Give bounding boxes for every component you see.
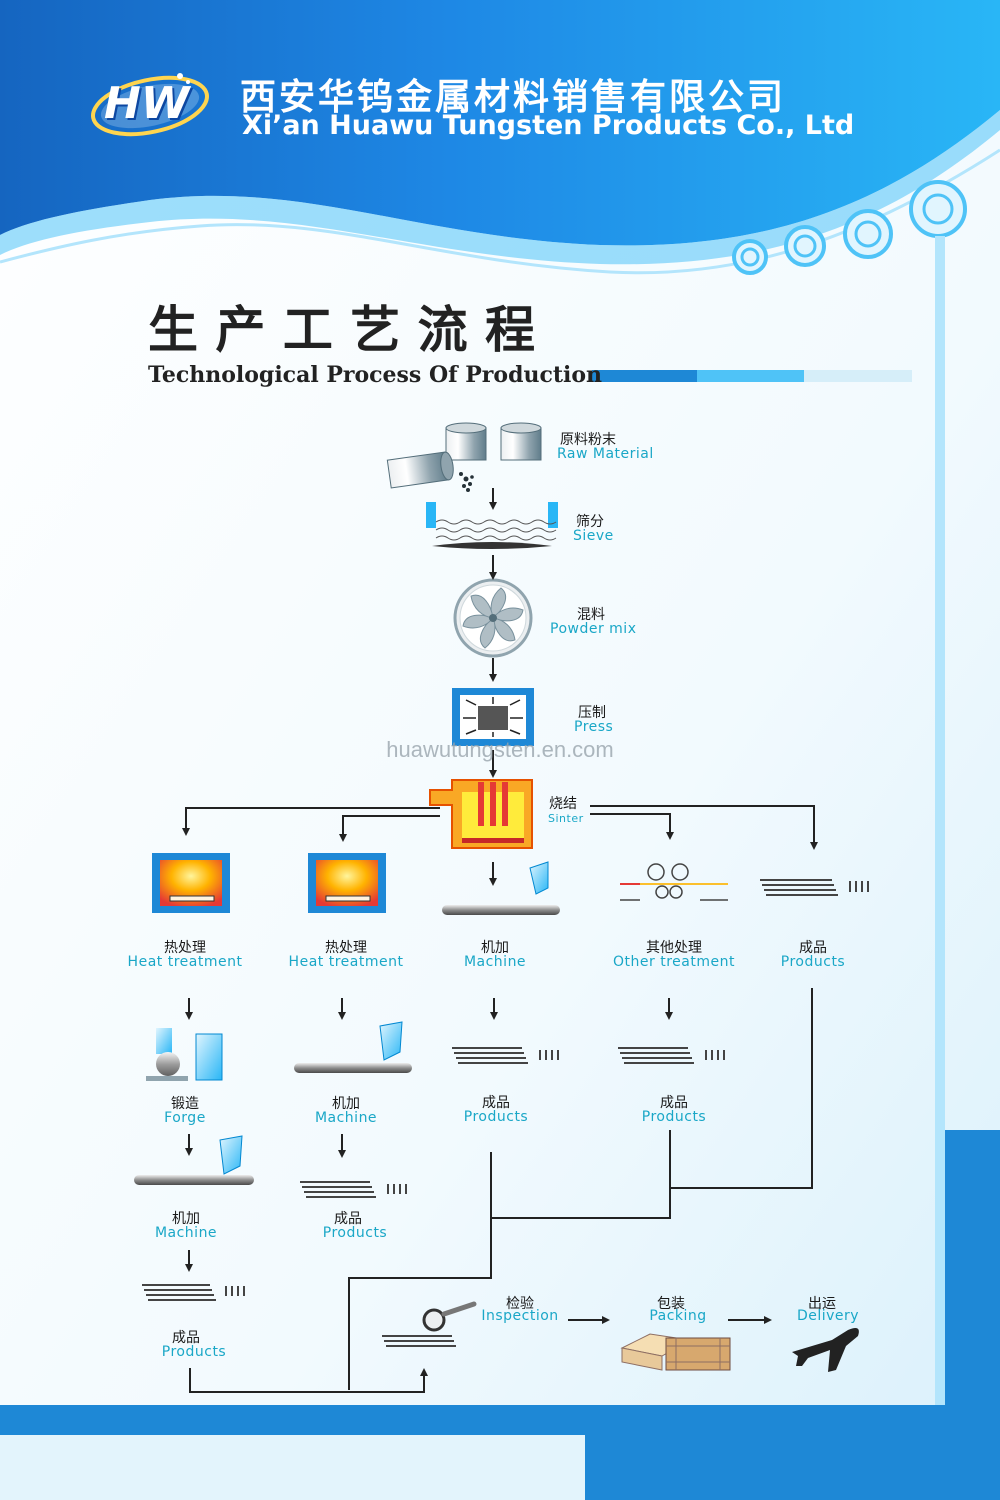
- flow-connectors: [182, 488, 818, 1393]
- b5-products-label-en: Products: [780, 954, 846, 970]
- b3-machine-label-en: Machine: [463, 954, 527, 970]
- powder-mix-label-zh: 混料: [577, 607, 605, 623]
- packing-label-en: Packing: [649, 1308, 707, 1324]
- sinter-label-en: Sinter: [548, 812, 584, 825]
- b2-machine-label-zh: 机加: [332, 1096, 360, 1112]
- press-label-en: Press: [574, 719, 614, 735]
- b1-forge-label-en: Forge: [164, 1110, 206, 1126]
- b1-heat-treatment-label-zh: 热处理: [164, 940, 206, 956]
- heat-treatment-icon-1: [152, 853, 230, 913]
- b2-heat-treatment-label-zh: 热处理: [325, 940, 367, 956]
- products-icon-b2: [300, 1181, 407, 1198]
- sieve-label-en: Sieve: [573, 528, 614, 544]
- b3-machine-label-zh: 机加: [481, 940, 509, 956]
- b1-machine-label-en: Machine: [154, 1225, 218, 1241]
- forge-icon: [146, 1028, 223, 1081]
- sieve-label-zh: 筛分: [576, 514, 604, 530]
- decorative-circles: [732, 180, 967, 275]
- raw-material-label-zh: 原料粉末: [560, 432, 616, 448]
- watermark: huawutungsten.en.com: [386, 737, 614, 762]
- inspection-label-en: Inspection: [481, 1308, 559, 1324]
- raw-material-icon: [386, 422, 542, 492]
- products-icon-b4: [618, 1047, 725, 1064]
- logo-icon: [91, 73, 209, 137]
- company-name-zh: 西安华钨金属材料销售有限公司: [240, 77, 787, 118]
- b1-heat-treatment-label-en: Heat treatment: [127, 954, 243, 970]
- page-title-zh: 生 产 工 艺 流 程: [148, 300, 536, 359]
- b2-heat-treatment-label-en: Heat treatment: [288, 954, 404, 970]
- b2-products-label-en: Products: [322, 1225, 388, 1241]
- powder-mix-label-en: Powder mix: [550, 621, 637, 637]
- press-label-zh: 压制: [578, 705, 606, 721]
- b4-products-label-zh: 成品: [660, 1095, 688, 1111]
- packing-icon: [620, 1333, 731, 1371]
- press-icon: [452, 688, 534, 746]
- sinter-label-zh: 烧结: [549, 796, 577, 812]
- b1-products-label-zh: 成品: [172, 1330, 200, 1346]
- b3-products-label-en: Products: [463, 1109, 529, 1125]
- delivery-label-en: Delivery: [796, 1308, 860, 1324]
- machine-icon-b3: [442, 861, 560, 915]
- products-icon-b3: [452, 1047, 559, 1064]
- delivery-label-zh: 出运: [808, 1296, 836, 1312]
- sinter-icon: [429, 779, 533, 849]
- logo-text: HW: [104, 78, 190, 129]
- b1-products-label-en: Products: [161, 1344, 227, 1360]
- b3-products-label-zh: 成品: [482, 1095, 510, 1111]
- page-title-en: Technological Process Of Production: [148, 362, 603, 388]
- products-icon-b5: [760, 879, 869, 896]
- inspection-icon: [382, 1301, 477, 1347]
- b4-products-label-en: Products: [641, 1109, 707, 1125]
- packing-label-zh: 包装: [657, 1296, 685, 1312]
- inspection-label-zh: 检验: [506, 1296, 534, 1312]
- sieve-icon: [426, 502, 558, 549]
- b1-forge-label-zh: 锻造: [171, 1096, 199, 1112]
- b2-machine-label-en: Machine: [314, 1110, 378, 1126]
- company-name-en: Xi’an Huawu Tungsten Products Co., Ltd: [242, 110, 855, 141]
- b5-products-label-zh: 成品: [799, 940, 827, 956]
- raw-material-label-en: Raw Material: [557, 446, 654, 462]
- b2-products-label-zh: 成品: [334, 1211, 362, 1227]
- b4-other-treatment-label-zh: 其他处理: [646, 940, 702, 956]
- b4-other-treatment-label-en: Other treatment: [613, 954, 735, 970]
- machine-icon-b2: [294, 1021, 412, 1073]
- powder-mix-icon: [453, 578, 533, 658]
- delivery-icon: [792, 1328, 859, 1372]
- products-icon-b1: [142, 1284, 245, 1301]
- heat-treatment-icon-2: [308, 853, 386, 913]
- other-treatment-icon: [620, 863, 728, 901]
- b1-machine-label-zh: 机加: [172, 1211, 200, 1227]
- machine-icon-b1: [134, 1135, 254, 1185]
